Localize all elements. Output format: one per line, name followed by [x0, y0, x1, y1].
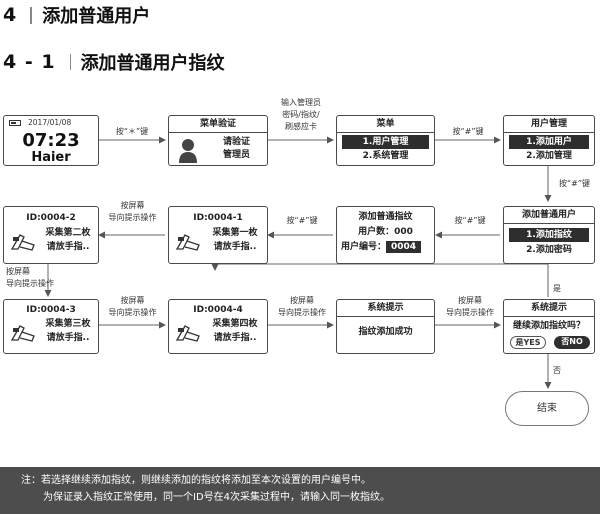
label-press-hash-4: 按“#”键 — [454, 216, 486, 225]
label-input-admin-line-3: 刷感应卡 — [285, 122, 317, 131]
fingerprint-sensor-icon — [10, 234, 35, 251]
clock-screen: 2017/01/08 07:23 Haier — [3, 115, 99, 166]
continue-prompt-question: 继续添加指纹吗？ — [512, 321, 585, 331]
user-mgmt-screen: 用户管理 1.添加用户 2.添加管理 — [503, 115, 595, 166]
add-fp-user-id-row: 用户编号：0004 — [341, 241, 433, 253]
add-fp-id-value: 0004 — [386, 241, 422, 253]
add-user-title: 添加普通用户 — [504, 207, 594, 224]
heading-divider — [30, 6, 33, 24]
scan2-line-2: 请放手指.. — [46, 242, 90, 252]
scan1-screen: ID:0004-1 采集第一枚 请放手指.. — [168, 206, 268, 264]
label-yes: 是 — [553, 284, 561, 293]
label-input-admin-line-2: 密码/指纹/ — [282, 110, 320, 119]
label-screen-guide-1-line-2: 导向提示操作 — [108, 213, 157, 222]
label-press-hash-2: 按“#”键 — [559, 179, 590, 188]
scan1-line-1: 采集第一枚 — [212, 228, 258, 238]
subsection-number: 4 - 1 — [3, 51, 56, 73]
label-press-star: 按“＊”键 — [115, 127, 149, 136]
clock-date: 2017/01/08 — [28, 118, 72, 127]
scan2-screen: ID:0004-2 采集第二枚 请放手指.. — [3, 206, 99, 264]
section-title: 添加普通用户 — [42, 6, 151, 27]
section-number: 4 — [3, 4, 17, 26]
menu-item-system-mgmt: 2.系统管理 — [362, 151, 409, 161]
success-title: 系统提示 — [337, 300, 434, 317]
battery-icon — [9, 120, 21, 126]
label-screen-guide-3-line-2: 导向提示操作 — [108, 308, 157, 317]
footnote-banner: 注：若选择继续添加指纹，则继续添加的指纹将添加至本次设置的用户编号中。 为保证录… — [0, 467, 600, 514]
label-screen-guide-2-line-1: 按屏幕 — [6, 267, 30, 276]
user-mgmt-item-add-admin: 2.添加管理 — [526, 151, 572, 161]
scan4-id: ID:0004-4 — [193, 305, 243, 315]
label-press-hash-1: 按“#”键 — [452, 127, 484, 136]
label-screen-guide-3: 按屏幕 导向提示操作 — [105, 295, 160, 319]
scan1-line-2: 请放手指.. — [213, 242, 257, 252]
fingerprint-sensor-icon — [175, 234, 200, 251]
no-option: 否NO — [554, 336, 590, 349]
clock-time: 07:23 — [22, 130, 80, 151]
label-screen-guide-5-line-2: 导向提示操作 — [446, 308, 494, 317]
menu-screen: 菜单 1.用户管理 2.系统管理 — [336, 115, 435, 166]
footnote-line-1: 注：若选择继续添加指纹，则继续添加的指纹将添加至本次设置的用户编号中。 — [21, 475, 371, 486]
add-user-screen: 添加普通用户 1.添加指纹 2.添加密码 — [503, 206, 595, 264]
continue-prompt-screen: 系统提示 继续添加指纹吗？ 是YES 否NO — [503, 299, 595, 354]
label-no: 否 — [553, 366, 561, 375]
add-fp-screen: 添加普通指纹 用户数：000 用户编号：0004 — [336, 206, 435, 264]
verify-line-2: 管理员 — [222, 150, 250, 160]
label-input-admin: 输入管理员 密码/指纹/ 刷感应卡 — [270, 97, 332, 133]
add-fp-title: 添加普通指纹 — [358, 212, 413, 222]
end-node: 结束 — [505, 391, 589, 426]
scan3-id: ID:0004-3 — [26, 305, 76, 315]
label-screen-guide-4-line-2: 导向提示操作 — [278, 308, 326, 317]
scan1-id: ID:0004-1 — [193, 213, 243, 223]
fingerprint-sensor-icon — [175, 325, 200, 342]
add-user-item-fingerprint: 1.添加指纹 — [509, 228, 589, 242]
add-user-item-password: 2.添加密码 — [526, 245, 572, 255]
label-screen-guide-1-line-1: 按屏幕 — [120, 201, 145, 210]
success-screen: 系统提示 指纹添加成功 — [336, 299, 435, 354]
menu-item-user-mgmt: 1.用户管理 — [342, 135, 429, 149]
scan4-line-2: 请放手指.. — [213, 333, 257, 343]
label-press-hash-3: 按“#”键 — [286, 216, 318, 225]
label-screen-guide-4-line-1: 按屏幕 — [290, 296, 314, 305]
label-screen-guide-1: 按屏幕 导向提示操作 — [105, 200, 160, 224]
scan3-line-1: 采集第三枚 — [45, 319, 91, 329]
subsection-heading: 4 - 1 添加普通用户指纹 — [3, 50, 225, 74]
subsection-title: 添加普通用户指纹 — [80, 53, 225, 74]
label-input-admin-line-1: 输入管理员 — [281, 98, 321, 107]
add-fp-id-label: 用户编号： — [341, 242, 387, 252]
scan2-id: ID:0004-2 — [26, 213, 76, 223]
loop-yes-connector — [214, 263, 549, 297]
label-screen-guide-4: 按屏幕 导向提示操作 — [272, 295, 332, 319]
subheading-divider — [69, 54, 71, 70]
user-mgmt-title: 用户管理 — [504, 116, 594, 133]
footnote-line-2: 为保证录入指纹正常使用，同一个ID号在4次采集过程中，请输入同一枚指纹。 — [43, 492, 391, 503]
success-text: 指纹添加成功 — [358, 327, 413, 337]
verify-line-1: 请验证 — [222, 137, 250, 147]
label-screen-guide-3-line-1: 按屏幕 — [120, 296, 145, 305]
label-screen-guide-5: 按屏幕 导向提示操作 — [440, 295, 500, 319]
verify-title: 菜单验证 — [169, 116, 267, 133]
add-fp-user-count: 用户数：000 — [358, 227, 413, 237]
brand-logo: Haier — [31, 150, 71, 165]
yes-option: 是YES — [510, 336, 546, 349]
label-screen-guide-2: 按屏幕 导向提示操作 — [6, 266, 61, 290]
section-heading: 4 添加普通用户 — [3, 4, 151, 27]
user-mgmt-item-add-user: 1.添加用户 — [509, 135, 589, 149]
scan4-line-1: 采集第四枚 — [212, 319, 258, 329]
continue-prompt-title: 系统提示 — [504, 300, 594, 317]
verify-screen: 菜单验证 请验证 管理员 — [168, 115, 268, 166]
admin-avatar-icon — [179, 139, 197, 163]
label-screen-guide-5-line-1: 按屏幕 — [458, 296, 482, 305]
scan3-screen: ID:0004-3 采集第三枚 请放手指.. — [3, 299, 99, 354]
scan2-line-1: 采集第二枚 — [45, 228, 91, 238]
label-screen-guide-2-line-2: 导向提示操作 — [6, 279, 54, 288]
scan4-screen: ID:0004-4 采集第四枚 请放手指.. — [168, 299, 268, 354]
menu-title: 菜单 — [337, 116, 434, 133]
scan3-line-2: 请放手指.. — [46, 333, 90, 343]
fingerprint-sensor-icon — [10, 325, 35, 342]
